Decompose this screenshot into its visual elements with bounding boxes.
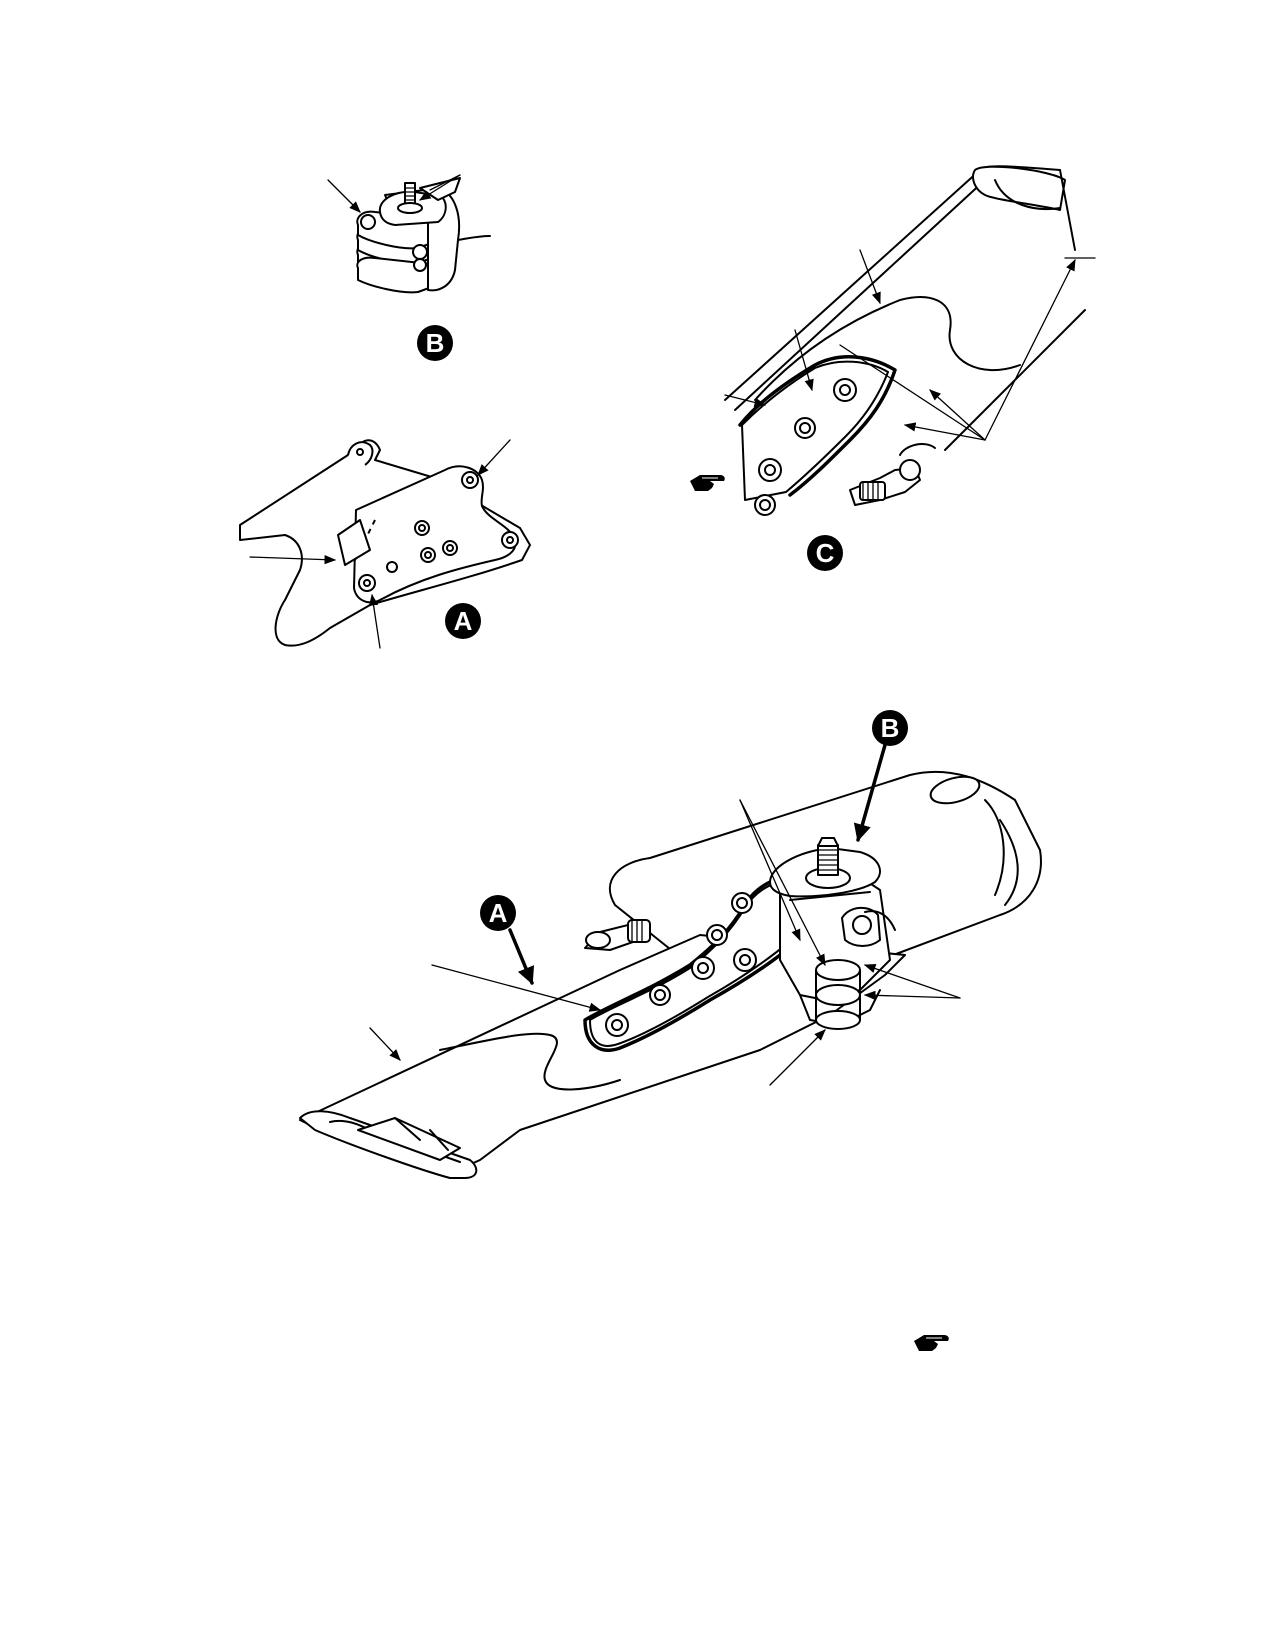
detail-b-view: B [327, 174, 491, 361]
detail-c-badge [807, 535, 843, 571]
callout-a-badge [480, 895, 516, 931]
detail-b-label: B [426, 328, 445, 358]
detail-a-view: A [239, 439, 531, 649]
detail-c-view: C [690, 165, 1096, 571]
detail-b-badge [417, 325, 453, 361]
detail-a-badge [445, 603, 481, 639]
detail-c-label: C [816, 538, 835, 568]
callout-a-label: A [489, 898, 508, 928]
pointing-hand-icon [690, 475, 725, 491]
main-assembly-view: A B [299, 710, 1042, 1179]
callout-b-badge [872, 710, 908, 746]
detail-a-label: A [454, 606, 473, 636]
pointing-hand-icon [914, 1335, 949, 1351]
callout-b-label: B [881, 713, 900, 743]
